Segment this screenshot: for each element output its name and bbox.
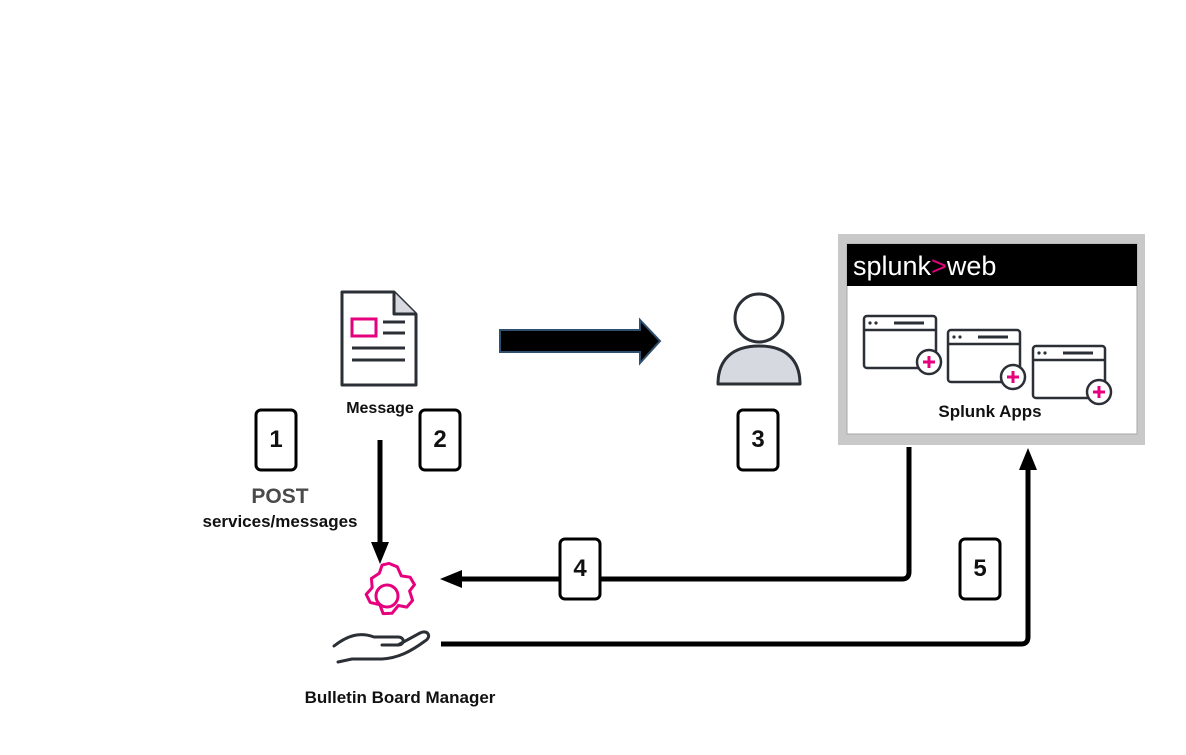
document-icon — [340, 290, 418, 387]
step-badge-4: 4 — [558, 537, 602, 601]
post-method-label: POST — [251, 485, 308, 508]
splunk-web-panel: splunk>web — [838, 234, 1145, 445]
step-badge-3: 3 — [736, 408, 780, 472]
fetch-messages-arrow — [440, 447, 912, 588]
step-number: 5 — [973, 555, 986, 582]
app-window-plus-icon — [946, 328, 1027, 391]
gear-hand-icon — [332, 561, 431, 664]
splunk-web-header — [847, 244, 1137, 286]
return-messages-arrow — [441, 448, 1037, 647]
message-label: Message — [346, 400, 414, 417]
step-badge-5: 5 — [958, 537, 1002, 601]
step-badge-2: 2 — [418, 408, 462, 472]
step-number: 4 — [573, 555, 587, 582]
step-number: 3 — [751, 426, 764, 453]
post-endpoint-label: services/messages — [202, 512, 357, 531]
post-arrow — [371, 440, 389, 564]
step-number: 1 — [269, 426, 282, 453]
user-icon — [716, 292, 802, 386]
deliver-arrow — [499, 317, 662, 366]
step-badge-1: 1 — [254, 408, 298, 472]
app-window-plus-icon — [1031, 344, 1113, 406]
splunk-apps-label: Splunk Apps — [938, 402, 1041, 421]
manager-label: Bulletin Board Manager — [305, 688, 496, 707]
step-number: 2 — [433, 426, 446, 453]
splunk-web-logo: splunk>web — [853, 251, 996, 281]
app-window-plus-icon — [862, 314, 943, 376]
